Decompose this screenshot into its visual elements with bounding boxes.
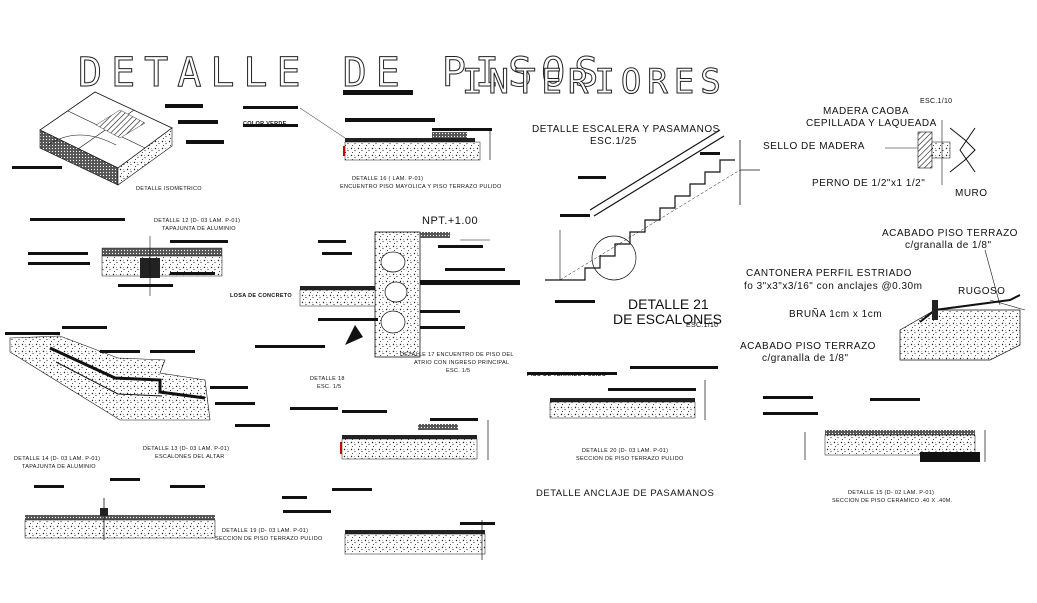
caption-det15-a: DETALLE 15 (D- 02 LAM. P-01) xyxy=(848,490,935,496)
stair-scale: ESC.1/25 xyxy=(590,136,637,147)
detail-19 xyxy=(282,488,495,560)
wood-scale: ESC.1/10 xyxy=(920,98,953,105)
label-npt: NPT.+1.00 xyxy=(422,215,479,227)
detail21-line2: DE ESCALONES xyxy=(613,311,722,327)
caption-det17-c: ESC. 1/5 xyxy=(446,368,471,374)
caption-det16-b: ENCUENTRO PISO MAYOLICA Y PISO TERRAZO P… xyxy=(340,184,502,190)
label-rugoso: RUGOSO xyxy=(958,286,1006,297)
caption-det20-b: SECCION DE PISO TERRAZO PULIDO xyxy=(576,456,684,462)
label-acabado-2b: c/granalla de 1/8" xyxy=(762,353,849,364)
detail-16 xyxy=(243,90,492,161)
label-piso-terrazo: PISO DE TERRAZO PULIDO xyxy=(527,372,607,378)
label-sello: SELLO DE MADERA xyxy=(763,141,865,152)
detail-15 xyxy=(763,396,986,462)
detail-17 xyxy=(255,231,520,358)
caption-det16-a: DETALLE 16 ( LAM. P-01) xyxy=(352,176,424,182)
caption-det18-b: ESC. 1/5 xyxy=(317,384,342,390)
caption-det19-a: DETALLE 19 (D- 03 LAM. P-01) xyxy=(222,528,309,534)
stair-detail xyxy=(545,129,760,303)
detail-21-steps xyxy=(899,249,1026,361)
label-acabado-1b: c/granalla de 1/8" xyxy=(905,240,992,251)
label-color-verde: COLOR VERDE xyxy=(243,121,287,127)
caption-det17-a: DETALLE 17 ENCUENTRO DE PISO DEL xyxy=(400,352,514,358)
detail-18 xyxy=(290,407,489,460)
label-madera-2: CEPILLADA Y LAQUEADA xyxy=(806,118,937,129)
caption-det12-b: TAPAJUNTA DE ALUMINIO xyxy=(162,226,236,232)
label-muro: MURO xyxy=(955,188,988,199)
title-line-1: DETALLE DE PISOS xyxy=(77,50,608,97)
caption-det19-b: SECCION DE PISO TERRAZO PULIDO xyxy=(215,536,323,542)
caption-det17-b: ATRIO CON INGRESO PRINCIPAL xyxy=(414,360,510,366)
label-losa: LOSA DE CONCRETO xyxy=(230,293,292,299)
isometric-detail xyxy=(12,91,224,186)
label-acabado-2a: ACABADO PISO TERRAZO xyxy=(740,341,876,352)
caption-isometrico: DETALLE ISOMETRICO xyxy=(136,186,202,192)
caption-det14-b: TAPAJUNTA DE ALUMINIO xyxy=(22,464,96,470)
detail-12 xyxy=(28,218,228,296)
title-line-2: INTERIORES xyxy=(462,62,727,103)
label-acabado-1a: ACABADO PISO TERRAZO xyxy=(882,228,1018,239)
label-anclaje: DETALLE ANCLAJE DE PASAMANOS xyxy=(536,488,715,499)
caption-det13-b: ESCALONES DEL ALTAR xyxy=(155,454,225,460)
caption-det12-a: DETALLE 12 (D- 03 LAM. P-01) xyxy=(154,218,241,224)
detail-13 xyxy=(5,326,270,427)
label-cantonera-1: CANTONERA PERFIL ESTRIADO xyxy=(746,268,912,279)
detail-14 xyxy=(24,478,216,540)
label-madera-1: MADERA CAOBA xyxy=(823,106,910,117)
caption-det15-b: SECCION DE PISO CERAMICO .40 X .40M. xyxy=(832,498,953,504)
caption-det18-a: DETALLE 18 xyxy=(310,376,345,382)
caption-det14-a: DETALLE 14 (D- 03 LAM. P-01) xyxy=(14,456,101,462)
detail21-scale: ESC.1/10 xyxy=(686,322,719,329)
caption-det20-a: DETALLE 20 (D- 03 LAM. P-01) xyxy=(582,448,669,454)
detail-20 xyxy=(527,366,718,420)
caption-det13-a: DETALLE 13 (D- 03 LAM. P-01) xyxy=(143,446,230,452)
label-bruna: BRUÑA 1cm x 1cm xyxy=(789,309,883,320)
label-perno: PERNO DE 1/2"x1 1/2" xyxy=(812,178,926,189)
handrail-detail xyxy=(885,120,976,185)
stair-title: DETALLE ESCALERA Y PASAMANOS xyxy=(532,124,720,135)
detail21-line1: DETALLE 21 xyxy=(628,296,709,312)
label-cantonera-2: fo 3"x3"x3/16" con anclajes @0.30m xyxy=(744,281,923,292)
